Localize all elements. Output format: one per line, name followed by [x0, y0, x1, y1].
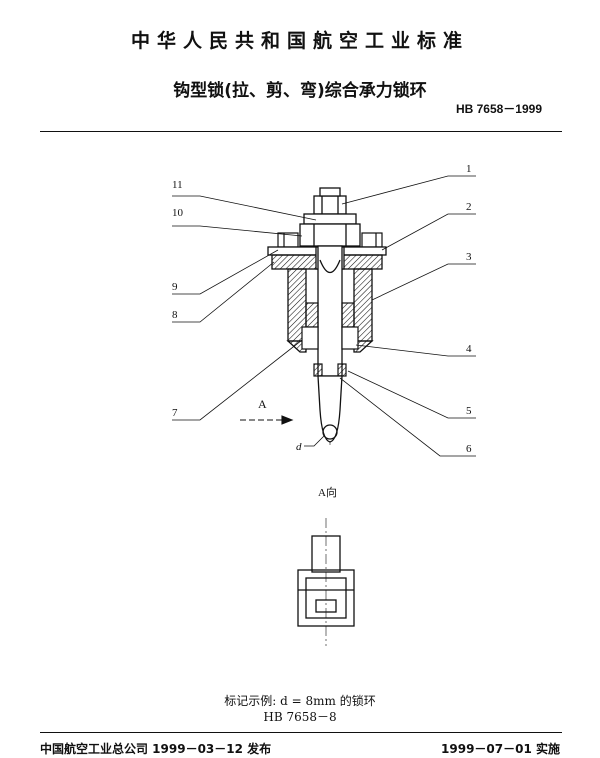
nut-part-10	[299, 223, 361, 247]
diameter-label: d	[296, 441, 302, 453]
issue-info: 中国航空工业总公司 1999－03－12 发布	[40, 742, 272, 756]
hook-tip	[317, 375, 343, 443]
callout-10: 10	[172, 207, 184, 219]
flange-bolts	[277, 232, 383, 248]
footer-divider	[40, 732, 562, 733]
effective-date: 1999－07－01 实施	[441, 742, 560, 756]
marking-code: HB 7658－8	[263, 710, 337, 724]
callout-5: 5	[466, 405, 472, 417]
view-a-label: A向	[318, 485, 337, 499]
standard-number: HB 7658－1999	[455, 102, 542, 116]
callout-7: 7	[172, 407, 178, 419]
document-title: 钩型锁(拉、剪、弯)综合承力锁环	[173, 81, 427, 101]
callout-9: 9	[172, 281, 178, 293]
callout-1: 1	[466, 163, 472, 175]
callout-2: 2	[466, 201, 472, 213]
housing-part-3	[286, 268, 374, 353]
callout-3: 3	[466, 251, 472, 263]
view-arrow	[240, 415, 294, 425]
leader-lines	[172, 175, 476, 457]
hook-shaft	[317, 245, 343, 377]
view-a-drawing	[297, 518, 355, 646]
callout-4: 4	[466, 343, 472, 355]
lock-ring-segments	[301, 302, 359, 350]
header-divider	[40, 131, 562, 132]
callout-11: 11	[172, 179, 183, 191]
callout-8: 8	[172, 309, 178, 321]
main-title: 中华人民共和国航空工业标准	[130, 30, 469, 52]
arrow-label: A	[258, 397, 267, 411]
marking-example: 标记示例: d = 8mm 的锁环	[224, 694, 376, 708]
callout-6: 6	[466, 443, 472, 455]
top-nut	[313, 187, 347, 215]
